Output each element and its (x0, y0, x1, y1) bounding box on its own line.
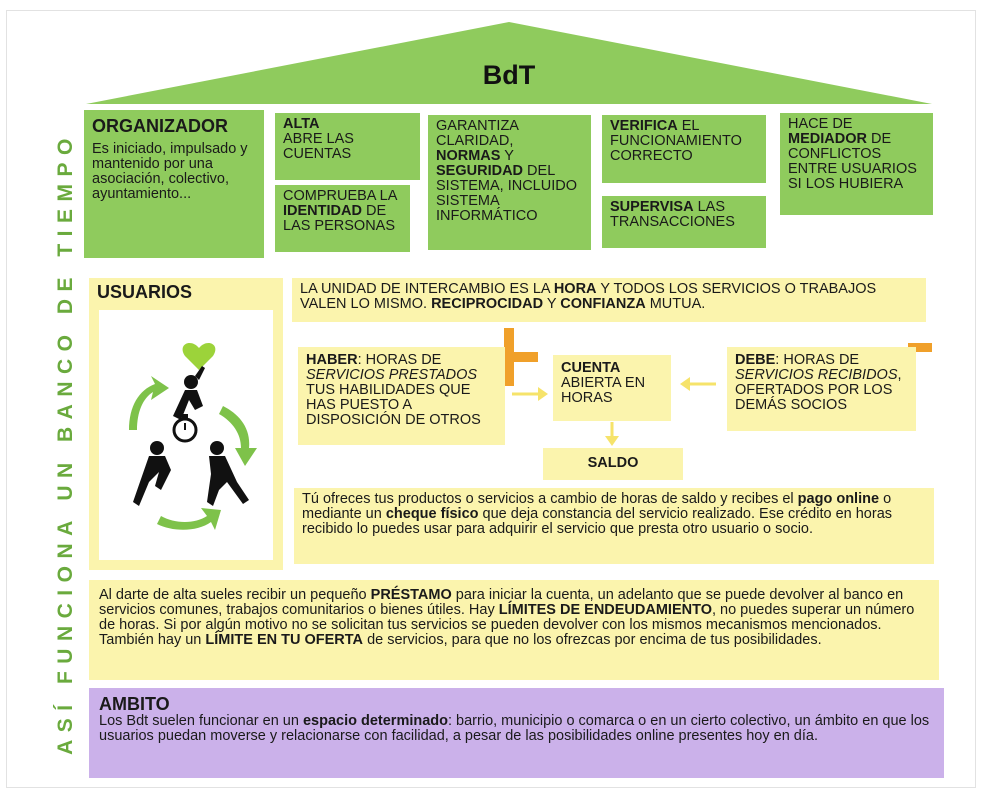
supervisa-text: LAS TRANSACCIONES (610, 199, 735, 230)
mediador-pre: HACE DE (788, 116, 853, 132)
ofreces-bold1: pago online (797, 491, 880, 507)
prestamo-t1: Al darte de alta sueles recibir un peque… (99, 587, 367, 603)
ambito-post: : barrio, municipio o comarca o en un ci… (99, 713, 930, 744)
mediador-box: HACE DE MEDIADOR DE CONFLICTOS ENTRE USU… (780, 113, 933, 215)
page-title: BdT (482, 60, 536, 90)
roof-shape (86, 22, 932, 104)
haber-box: HABER: HORAS DE SERVICIOS PRESTADOS TUS … (298, 347, 505, 445)
minus-icon (908, 343, 932, 352)
garantiza-bold2: SEGURIDAD (436, 163, 524, 179)
haber-italic: SERVICIOS PRESTADOS (306, 367, 478, 383)
garantiza-box: GARANTIZA CLARIDAD, NORMAS Y SEGURIDAD D… (428, 115, 591, 250)
ambito-pre: Los Bdt suelen funcionar en un (99, 713, 299, 729)
usuarios-panel: USUARIOS (89, 278, 283, 570)
alta-text: ABRE LAS CUENTAS (283, 131, 354, 162)
usuarios-illustration (99, 310, 273, 560)
arrow-icon (680, 377, 716, 391)
prestamo-t4: de servicios, para que no los ofrezcas p… (367, 632, 822, 648)
ofreces-mid: o mediante un (302, 491, 892, 522)
recycle-arrow-icon (219, 406, 257, 466)
person-icon (207, 441, 249, 506)
haber-post: TUS HABILIDADES QUE HAS PUESTO A DISPOSI… (306, 382, 481, 428)
organizador-title: ORGANIZADOR (92, 116, 228, 136)
usuarios-title: USUARIOS (97, 282, 193, 302)
ambito-box: AMBITO Los Bdt suelen funcionar en un es… (89, 688, 944, 778)
comprueba-box: COMPRUEBA LA IDENTIDAD DE LAS PERSONAS (275, 185, 410, 252)
unidad-bold3: CONFIANZA (560, 296, 646, 312)
supervisa-box: SUPERVISA LAS TRANSACCIONES (602, 196, 766, 248)
unidad-mid2: Y (546, 296, 557, 312)
ambito-title: AMBITO (99, 694, 170, 714)
unidad-pre: LA UNIDAD DE INTERCAMBIO ES LA (300, 281, 550, 297)
organizador-text: Es iniciado, impulsado y mantenido por u… (92, 141, 248, 202)
alta-bold: ALTA (283, 116, 320, 132)
organizador-box: ORGANIZADOR Es iniciado, impulsado y man… (84, 110, 264, 258)
prestamo-t2: para iniciar la cuenta, un adelanto que … (99, 587, 904, 618)
supervisa-bold: SUPERVISA (610, 199, 694, 215)
saldo-box: SALDO (543, 448, 683, 480)
unidad-post: MUTUA. (649, 296, 706, 312)
side-label: ASÍ FUNCIONA UN BANCO DE TIEMPO (54, 131, 78, 755)
ofreces-post: que deja constancia del servicio realiza… (302, 506, 893, 537)
debe-post: , OFERTADOS POR LOS DEMÁS SOCIOS (735, 367, 902, 413)
prestamo-box: Al darte de alta sueles recibir un peque… (89, 580, 939, 680)
heart-icon (182, 342, 216, 370)
verifica-bold: VERIFICA (610, 118, 678, 134)
ofreces-box: Tú ofreces tus productos o servicios a c… (294, 488, 934, 564)
comprueba-pre: COMPRUEBA LA (283, 188, 397, 204)
page-frame (6, 10, 976, 788)
recycle-arrow-icon (129, 376, 169, 430)
unidad-bold1: HORA (553, 281, 597, 297)
debe-box: DEBE: HORAS DE SERVICIOS RECIBIDOS, OFER… (727, 347, 916, 431)
verifica-text: EL FUNCIONAMIENTO CORRECTO (610, 118, 742, 164)
garantiza-mid: Y (504, 148, 514, 164)
unidad-box: LA UNIDAD DE INTERCAMBIO ES LA HORA Y TO… (292, 278, 926, 322)
prestamo-t3: , no puedes superar un número de horas. … (99, 602, 915, 648)
recycle-people-graphic (129, 342, 257, 530)
verifica-box: VERIFICA EL FUNCIONAMIENTO CORRECTO (602, 115, 766, 183)
unidad-mid: Y TODOS LOS SERVICIOS O TRABAJOS VALEN L… (300, 281, 877, 312)
plus-icon (480, 328, 538, 386)
cuenta-text: ABIERTA EN HORAS (561, 375, 646, 406)
debe-pre: : HORAS DE (775, 352, 860, 368)
arrow-icon (512, 387, 548, 401)
recycle-arrow-icon (157, 508, 221, 530)
prestamo-b2: LÍMITES DE ENDEUDAMIENTO (498, 602, 712, 618)
unidad-bold2: RECIPROCIDAD (431, 296, 544, 312)
mediador-bold: MEDIADOR (788, 131, 867, 147)
ambito-bold: espacio determinado (302, 713, 448, 729)
stopwatch-icon (172, 414, 198, 443)
comprueba-bold: IDENTIDAD (283, 203, 362, 219)
haber-bold: HABER (306, 352, 358, 368)
prestamo-b3: LÍMITE EN TU OFERTA (205, 632, 364, 648)
comprueba-post: DE LAS PERSONAS (283, 203, 396, 234)
prestamo-b1: PRÉSTAMO (370, 587, 452, 603)
arrow-icon (605, 422, 619, 446)
person-icon (173, 366, 205, 420)
debe-bold: DEBE (735, 352, 776, 368)
ofreces-pre: Tú ofreces tus productos o servicios a c… (302, 491, 794, 507)
debe-italic: SERVICIOS RECIBIDOS (735, 367, 898, 383)
ofreces-bold2: cheque físico (385, 506, 479, 522)
garantiza-post: DEL SISTEMA, INCLUIDO SISTEMA INFORMÁTIC… (436, 163, 577, 224)
cuenta-bold: CUENTA (561, 360, 621, 376)
garantiza-pre: GARANTIZA CLARIDAD, (436, 118, 519, 149)
garantiza-bold1: NORMAS (436, 148, 501, 164)
mediador-post: DE CONFLICTOS ENTRE USUARIOS SI LOS HUBI… (788, 131, 917, 192)
cuenta-box: CUENTA ABIERTA EN HORAS (553, 355, 671, 421)
person-icon (133, 441, 171, 506)
haber-pre: : HORAS DE (357, 352, 442, 368)
alta-box: ALTA ABRE LAS CUENTAS (275, 113, 420, 180)
